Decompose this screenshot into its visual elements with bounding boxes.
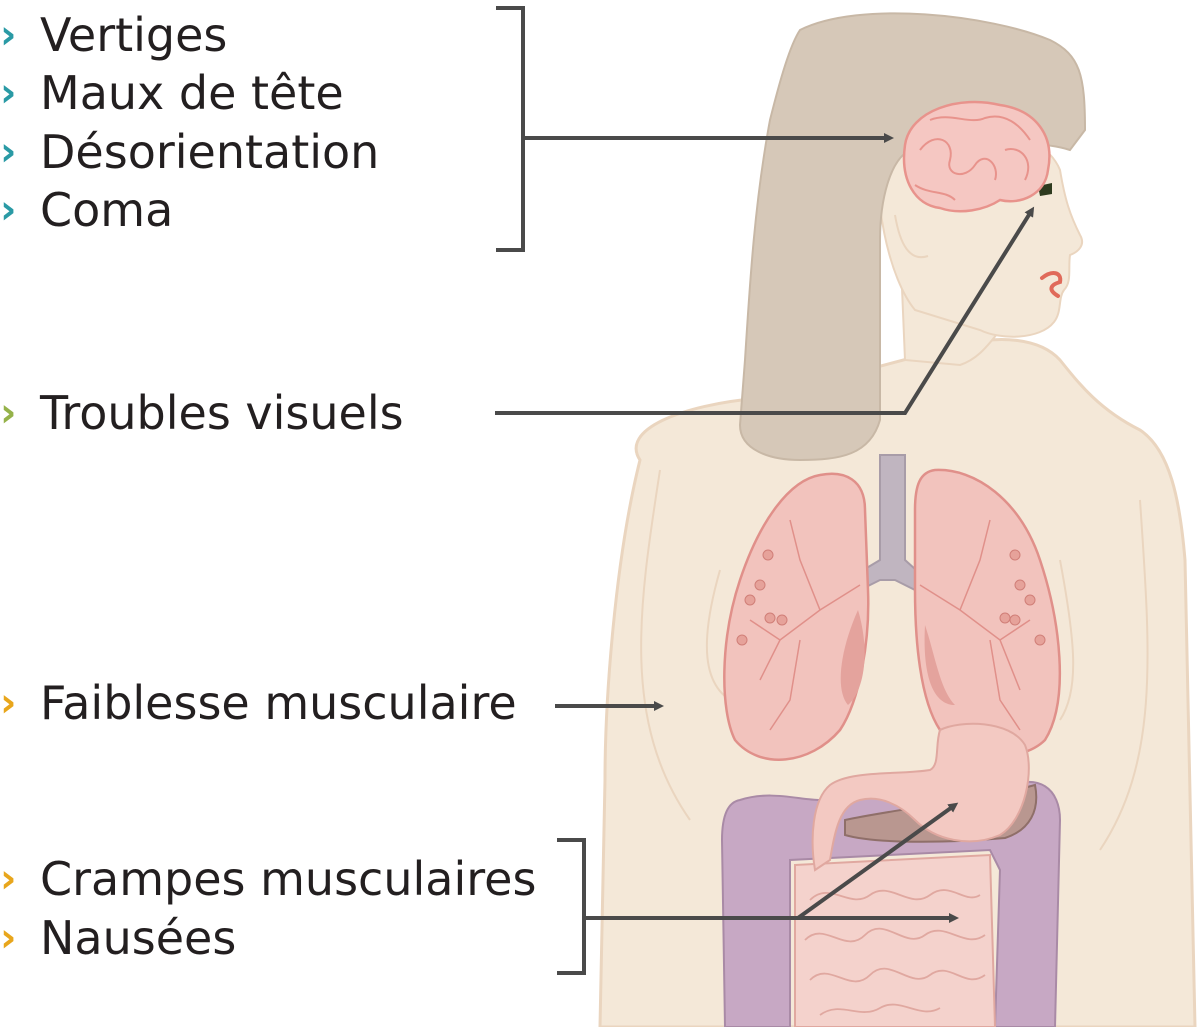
pleura-right: [924, 625, 955, 705]
pleura-left: [840, 610, 865, 705]
chevron-right-icon: ›: [0, 856, 17, 902]
brain: [902, 100, 1051, 213]
large-intestine: [720, 780, 1062, 1027]
symptom-vertiges: › Vertiges: [0, 8, 228, 62]
arrow-vision-to-eye: [495, 206, 1035, 415]
symptom-faiblesse-musculaire: › Faiblesse musculaire: [0, 676, 517, 730]
symptom-desorientation: › Désorientation: [0, 125, 380, 179]
symptom-coma: › Coma: [0, 183, 174, 237]
stomach: [811, 722, 1030, 872]
bracket-neuro: [496, 6, 525, 252]
body-illustration: [598, 12, 1197, 1027]
lips: [1040, 271, 1063, 298]
arm-left: [640, 469, 691, 821]
chevron-right-icon: ›: [0, 70, 17, 116]
bronchial-tree: [749, 519, 1031, 731]
lung-left: [723, 472, 870, 761]
arm-right: [1099, 499, 1149, 851]
chevron-right-icon: ›: [0, 129, 17, 175]
bracket-digestive: [557, 838, 586, 975]
chevron-right-icon: ›: [0, 915, 17, 961]
symptom-troubles-visuels: › Troubles visuels: [0, 386, 404, 440]
arrow-digestive-to-stomach: [796, 802, 959, 920]
alveoli: [736, 549, 1046, 646]
ear: [894, 214, 929, 259]
breast-right: [1059, 559, 1075, 721]
small-intestine: [794, 853, 997, 1027]
symptom-crampes-musculaires: › Crampes musculaires: [0, 852, 537, 906]
chevron-right-icon: ›: [0, 187, 17, 233]
chevron-right-icon: ›: [0, 390, 17, 436]
chevron-right-icon: ›: [0, 12, 17, 58]
small-intestine-folds: [804, 889, 986, 1016]
chevron-right-icon: ›: [0, 680, 17, 726]
symptom-maux-de-tete: › Maux de tête: [0, 66, 344, 120]
symptom-nausees: › Nausées: [0, 911, 237, 965]
